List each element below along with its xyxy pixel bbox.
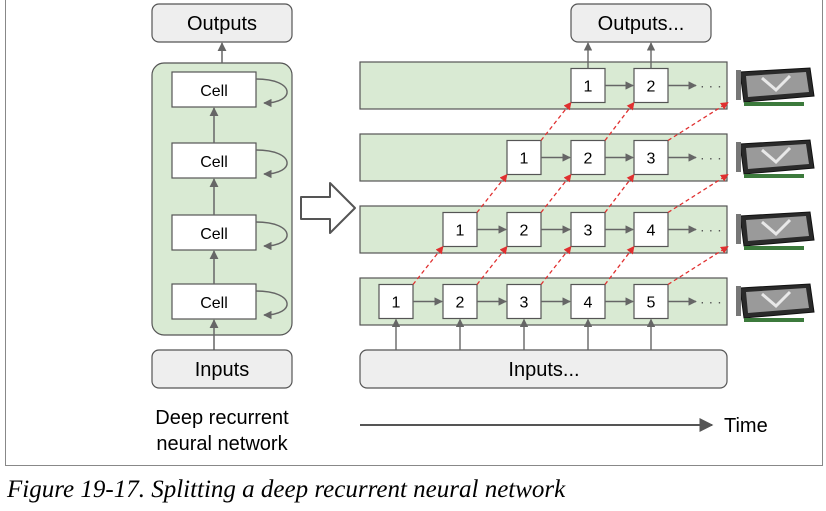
gpu-card-icon <box>736 67 815 106</box>
ellipsis: · · · <box>700 222 722 238</box>
cell-label: 2 <box>584 151 593 168</box>
cell-box <box>506 139 542 176</box>
cell-label: 1 <box>520 151 529 168</box>
outputs-label: Outputs <box>187 13 257 35</box>
cell-label: 2 <box>456 295 465 312</box>
cell-label: Cell <box>200 154 228 171</box>
cell-box <box>633 67 669 104</box>
gpu-card-icon <box>736 211 815 250</box>
cell-box <box>633 139 669 176</box>
cell-label: 3 <box>584 223 593 240</box>
inputs-label: Inputs <box>195 359 249 381</box>
layer-row: 1 2 3 4 · · · <box>359 205 815 254</box>
dependency-arrow <box>476 173 508 213</box>
dependency-arrow <box>667 245 729 286</box>
cell-label: 2 <box>520 223 529 240</box>
figure-frame <box>5 0 823 466</box>
figure-caption: Figure 19-17. Splitting a deep recurrent… <box>7 476 566 503</box>
dependency-arrow <box>604 245 635 285</box>
cell-label: Cell <box>200 295 228 312</box>
cell-box <box>171 283 257 320</box>
layer-rows: 1 2 · · · 1 2 3 · · · 1 2 3 4 · · · 1 2 3 4 5 · · · <box>359 42 815 350</box>
ellipsis: · · · <box>700 150 722 166</box>
cell-box <box>171 214 257 251</box>
figure-diagram: Outputs Cell Cell Cell Cell Inputs Deep … <box>151 3 815 455</box>
layer-row: 1 2 · · · <box>359 61 815 110</box>
dependency-arrow <box>476 245 508 285</box>
dependency-arrows <box>412 101 729 286</box>
ellipsis: · · · <box>700 294 722 310</box>
cell-label: 3 <box>520 295 529 312</box>
dependency-arrow <box>412 245 444 285</box>
outputs-label: Outputs... <box>598 13 685 35</box>
description-line-1: Deep recurrent <box>155 407 289 429</box>
dependency-arrow <box>667 101 729 142</box>
cell-label: 1 <box>392 295 401 312</box>
cell-stack: Cell Cell Cell Cell <box>171 71 288 351</box>
cell-box <box>442 211 478 248</box>
cell-box <box>378 283 414 320</box>
layer-row: 1 2 3 · · · <box>359 133 815 182</box>
left-diagram: Outputs Cell Cell Cell Cell Inputs Deep … <box>151 3 293 455</box>
cell-box <box>506 211 542 248</box>
outputs-box <box>570 3 712 43</box>
time-label: Time <box>724 415 768 437</box>
cell-label: Cell <box>200 226 228 243</box>
dependency-arrow <box>604 101 635 141</box>
dependency-arrow <box>667 173 729 214</box>
cell-box <box>506 283 542 320</box>
layer-row: 1 2 3 4 5 · · · <box>359 277 815 326</box>
gpu-card-icon <box>736 139 815 178</box>
dependency-arrow <box>604 173 635 213</box>
right-diagram: Outputs... Inputs... 1 2 · · · 1 2 3 · · · 1 2 3 4… <box>359 3 815 437</box>
cell-label: Cell <box>200 83 228 100</box>
cell-box <box>633 211 669 248</box>
outputs-box <box>151 3 293 43</box>
cell-label: 3 <box>647 151 656 168</box>
cell-label: 1 <box>584 79 593 96</box>
inputs-box <box>151 349 293 389</box>
cell-box <box>570 67 606 104</box>
cell-label: 4 <box>647 223 656 240</box>
cell-label: 4 <box>584 295 593 312</box>
dependency-arrow <box>540 245 572 285</box>
gpu-card-icon <box>736 283 815 322</box>
cell-label: 5 <box>647 295 656 312</box>
cell-label: 2 <box>647 79 656 96</box>
cell-label: 1 <box>456 223 465 240</box>
transition-arrow-icon <box>300 182 356 234</box>
cell-box <box>171 142 257 179</box>
inputs-label: Inputs... <box>508 359 579 381</box>
dependency-arrow <box>540 101 572 141</box>
dependency-arrow <box>540 173 572 213</box>
inputs-box <box>359 349 728 389</box>
cell-box <box>171 71 257 108</box>
description-line-2: neural network <box>156 433 288 455</box>
ellipsis: · · · <box>700 78 722 94</box>
